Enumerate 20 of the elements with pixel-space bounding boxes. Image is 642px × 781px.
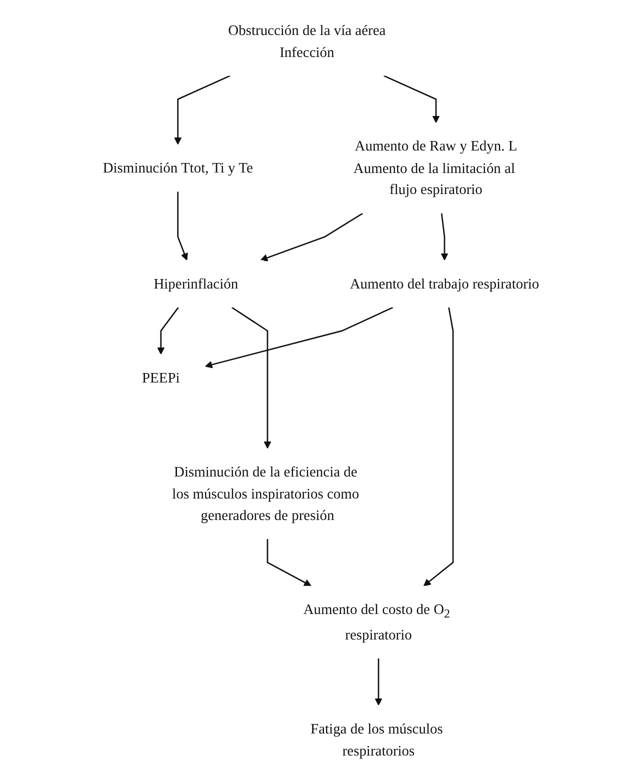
node-text: Hiperinflación [154,275,238,292]
arrow [266,539,312,586]
node-text: Aumento del costo de O$_{2}$ respiratorio [303,601,450,643]
arrow [174,75,230,145]
node-text: PEEPi [142,370,180,386]
arrow [231,306,272,449]
arrow [440,213,448,260]
node-text: Disminución de la eficiencia de los músculos inspiratorios como generadores de presión [172,464,360,524]
node-text: Aumento del trabajo respiratorio [350,275,540,292]
arrow [260,212,364,262]
node-text: Disminución Ttot, Ti y Te [102,160,253,176]
node-text: Aumento de Raw y Edyn. L Aumento de la limitación al flujo espiratorio [353,138,518,198]
arrow [374,658,382,706]
arrow [205,306,394,368]
arrow [157,307,179,355]
node-text: Fatiga de los músculos respiratorios [310,720,443,758]
arrow [177,192,188,260]
node-text: Obstrucción de la vía aérea Infección [228,22,386,60]
arrow [384,75,440,123]
arrow [423,307,454,586]
